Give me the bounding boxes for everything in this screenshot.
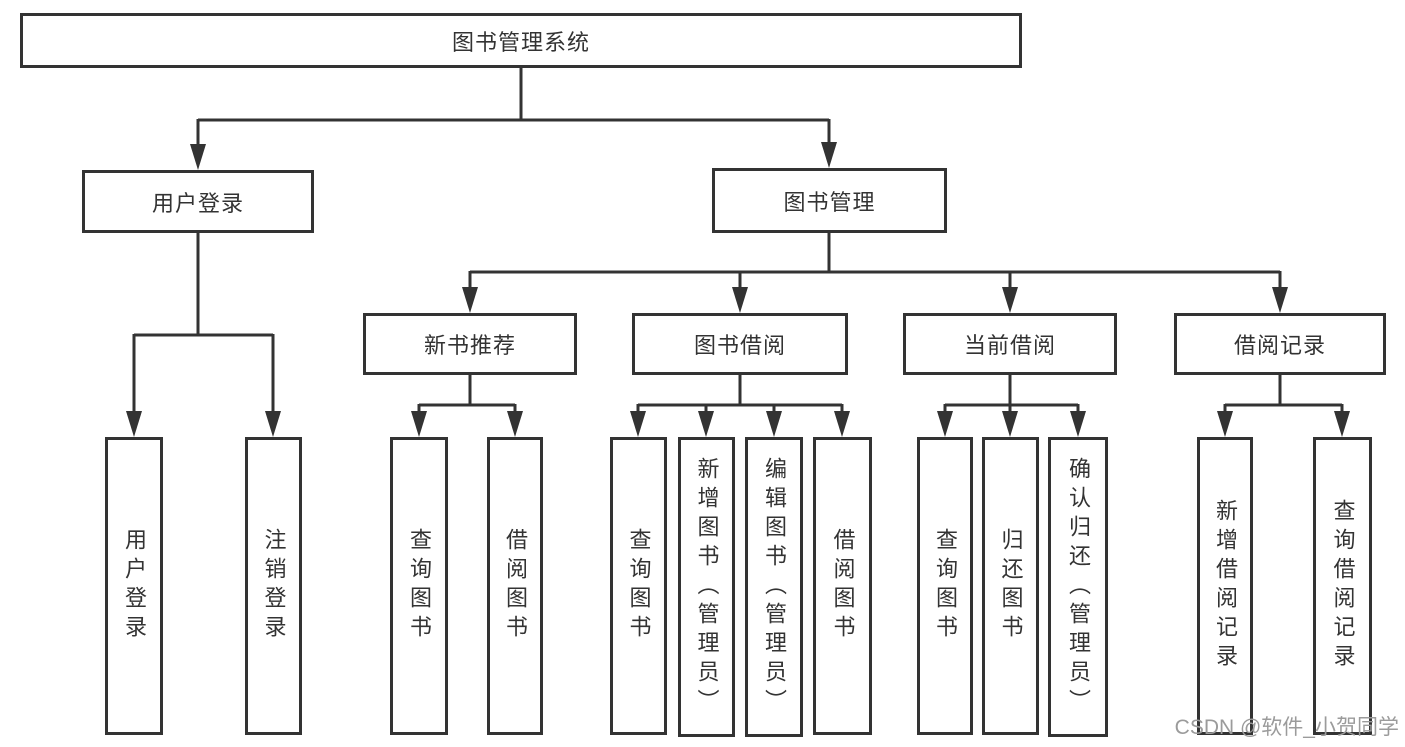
arrow-down-icon [698, 411, 714, 437]
node-logout-leaf: 注销登录 [245, 437, 302, 735]
node-query-books-current: 查询图书 [917, 437, 973, 735]
arrow-down-icon [265, 411, 281, 437]
node-query-borrow-record: 查询借阅记录 [1313, 437, 1372, 735]
node-borrowing-records: 借阅记录 [1174, 313, 1386, 375]
arrow-down-icon [766, 411, 782, 437]
arrow-down-icon [1070, 411, 1086, 437]
node-borrow-books-leaf: 借阅图书 [813, 437, 872, 735]
node-user-login-leaf: 用户登录 [105, 437, 163, 735]
arrow-down-icon [1002, 287, 1018, 313]
arrow-down-icon [190, 144, 206, 170]
arrow-down-icon [834, 411, 850, 437]
watermark: CSDN @软件_小贺同学 [1174, 716, 1399, 739]
arrow-down-icon [1334, 411, 1350, 437]
node-confirm-return-admin: 确认归还（管理员） [1048, 437, 1108, 737]
node-borrow-books-recommend: 借阅图书 [487, 437, 543, 735]
arrow-down-icon [462, 287, 478, 313]
arrowheads [126, 142, 1350, 437]
arrow-down-icon [821, 142, 837, 168]
node-edit-books-admin: 编辑图书（管理员） [745, 437, 803, 737]
node-book-management: 图书管理 [712, 168, 947, 233]
node-query-books-borrowing: 查询图书 [610, 437, 667, 735]
arrow-down-icon [411, 411, 427, 437]
node-user-login: 用户登录 [82, 170, 314, 233]
node-return-books: 归还图书 [982, 437, 1039, 735]
arrow-down-icon [507, 411, 523, 437]
node-book-borrowing: 图书借阅 [632, 313, 848, 375]
arrow-down-icon [1217, 411, 1233, 437]
node-current-borrowing: 当前借阅 [903, 313, 1117, 375]
arrow-down-icon [1272, 287, 1288, 313]
node-query-books-recommend: 查询图书 [390, 437, 448, 735]
arrow-down-icon [937, 411, 953, 437]
node-add-books-admin: 新增图书（管理员） [678, 437, 735, 737]
arrow-down-icon [732, 287, 748, 313]
arrow-down-icon [126, 411, 142, 437]
node-new-book-recommend: 新书推荐 [363, 313, 577, 375]
arrow-down-icon [1002, 411, 1018, 437]
node-add-borrow-record: 新增借阅记录 [1197, 437, 1253, 735]
node-library-system: 图书管理系统 [20, 13, 1022, 68]
arrow-down-icon [630, 411, 646, 437]
